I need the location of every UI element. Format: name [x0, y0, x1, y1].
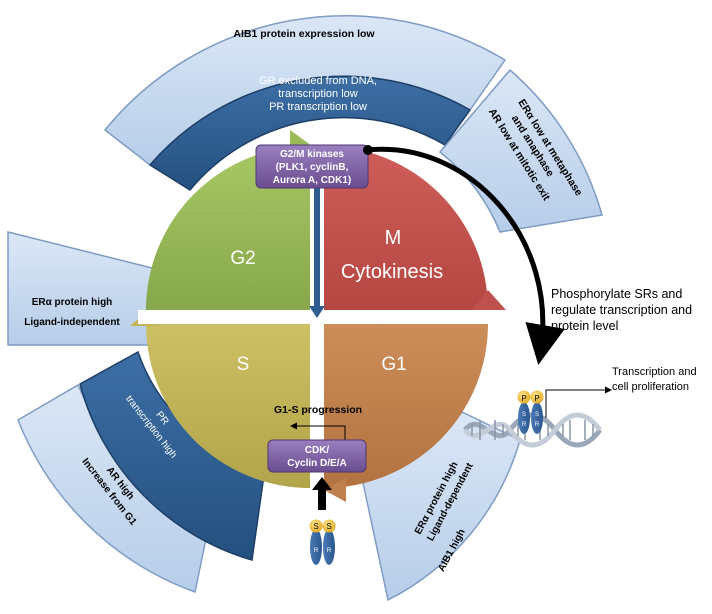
cdk-up-arrow-shaft — [318, 488, 326, 510]
receptor-right-r: R — [535, 422, 540, 428]
phosphorylate-curved-arrow — [367, 146, 565, 365]
phase-s-label: S — [237, 354, 250, 375]
receptor-bottom-right-s: S — [326, 522, 331, 531]
receptor-left-body — [518, 402, 530, 434]
phase-g1-label: G1 — [381, 354, 406, 375]
top-outer-text: AIB1 protein expression low — [233, 28, 375, 40]
cdk-line-1: CDK/ — [305, 445, 330, 456]
receptor-bottom-right-body — [323, 529, 335, 565]
m-arrow-tip — [472, 290, 506, 310]
phospho-right — [530, 390, 544, 404]
cdk-cyclin-box: CDK/ Cyclin D/E/A — [267, 439, 367, 473]
phase-g2-label: G2 — [230, 248, 255, 269]
phosphorylate-line-1: Phosphorylate SRs and — [551, 287, 682, 301]
phosphorylate-text: Phosphorylate SRs and regulate transcrip… — [551, 287, 692, 333]
kinase-box-bg — [255, 144, 369, 189]
cdk-up-arrow-head — [312, 477, 332, 490]
g2m-kinase-box: G2/M kinases (PLK1, cyclinB, Aurora A, C… — [255, 144, 369, 189]
transcription-line-2: cell proliferation — [612, 381, 689, 393]
receptor-bottom-right-ligand — [322, 519, 336, 533]
band-top-inner — [148, 75, 472, 191]
kinase-line-3: Aurora A, CDK1) — [273, 175, 352, 186]
kinase-line-1: G2/M kinases — [280, 149, 344, 160]
receptor-dimer-bottom: S S R R — [309, 519, 336, 565]
receptor-left-r: R — [522, 422, 527, 428]
left-line-1: ERα protein high — [32, 297, 113, 308]
kinase-line-2: (PLK1, cyclinB, — [276, 162, 349, 173]
left-text: ERα protein high Ligand-independent — [24, 297, 120, 328]
receptor-dimer-dna: P P S R S R — [517, 390, 544, 434]
g1s-progression-label: G1-S progression — [274, 404, 362, 416]
receptor-bottom-right-r: R — [327, 548, 332, 554]
receptor-right-body — [531, 402, 543, 434]
receptor-left-s: S — [522, 412, 526, 418]
receptor-bottom-left-r: R — [314, 548, 319, 554]
band-right-top — [438, 68, 603, 233]
cdk-box-bg — [267, 439, 367, 473]
phosphorylate-line-2: regulate transcription and — [551, 303, 692, 317]
top-inner-line-1: GR excluded from DNA, — [259, 75, 377, 87]
kinase-down-line — [314, 188, 320, 308]
phase-m-sublabel: Cytokinesis — [341, 261, 443, 283]
kinase-down-arrowhead — [309, 306, 325, 318]
dna-strand-b — [463, 412, 602, 448]
phospho-right-label: P — [534, 394, 539, 403]
top-inner-line-3: PR transcription low — [269, 101, 367, 113]
transcription-elbow-arrow — [545, 386, 612, 418]
phospho-left — [517, 390, 531, 404]
receptor-bottom-left-s: S — [313, 522, 318, 531]
phospho-left-label: P — [521, 394, 526, 403]
g1s-elbow-arrow — [290, 422, 346, 440]
phase-m-label: M — [385, 227, 402, 249]
phosphorylate-line-3: protein level — [551, 319, 618, 333]
divider-vertical — [310, 140, 324, 500]
transcription-text: Transcription and cell proliferation — [612, 366, 697, 393]
receptor-right-s: S — [535, 412, 539, 418]
band-left — [7, 231, 153, 346]
band-bottom-left-inner — [79, 350, 266, 561]
top-inner-line-2: transcription low — [278, 88, 358, 100]
curved-arrow-start — [363, 145, 373, 155]
g1-arrow-tip — [324, 478, 346, 502]
cdk-line-2: Cyclin D/E/A — [287, 458, 346, 469]
receptor-bottom-left-ligand — [309, 519, 323, 533]
top-inner-text: GR excluded from DNA, transcription low … — [259, 75, 377, 113]
left-line-2: Ligand-independent — [24, 317, 120, 328]
transcription-line-1: Transcription and — [612, 366, 697, 378]
receptor-bottom-left-body — [310, 529, 322, 565]
dna-helix — [463, 412, 602, 448]
